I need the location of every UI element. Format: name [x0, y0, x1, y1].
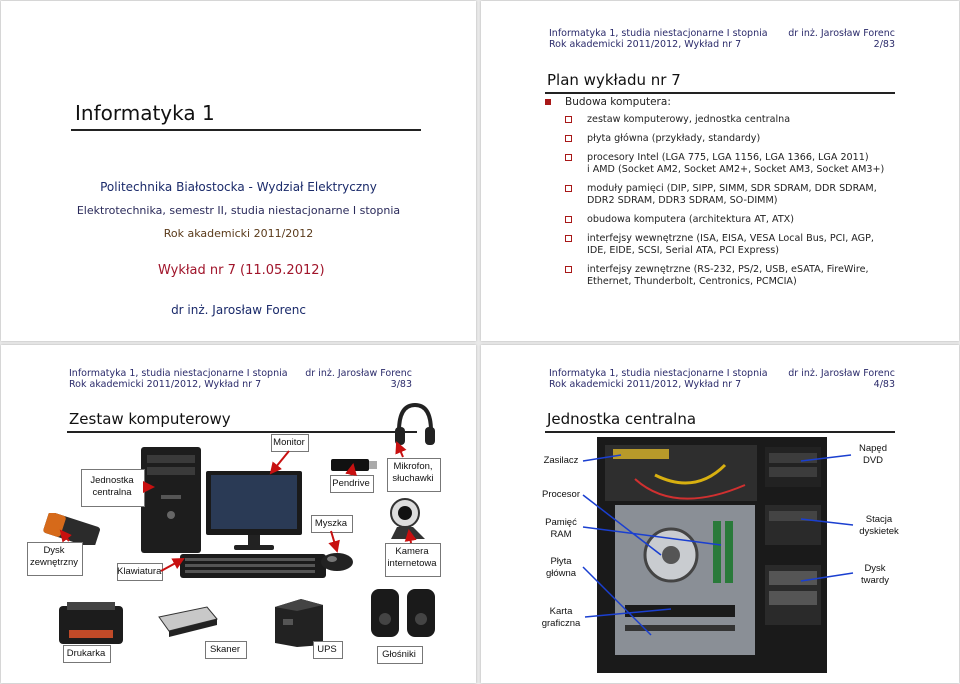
- slide-title: Jednostka centralna: [547, 410, 697, 428]
- label-speakers: Głośniki: [382, 649, 416, 660]
- label-cpu: Procesor: [541, 489, 580, 500]
- monitor-label-box: [271, 434, 309, 452]
- webcam-label-box: [385, 543, 441, 577]
- title-rule: [545, 431, 895, 433]
- course-title: Informatyka 1: [75, 101, 215, 125]
- label-monitor: Monitor: [273, 437, 305, 448]
- slide-title: Plan wykładu nr 7: [547, 71, 681, 89]
- label-hard-disk: Dysk twardy: [861, 563, 889, 586]
- title-rule: [545, 92, 895, 94]
- course-line: Informatyka 1, studia niestacjonarne I s…: [549, 368, 768, 379]
- slide-title: Zestaw komputerowy: [69, 410, 231, 428]
- label-scanner: Skaner: [209, 644, 241, 655]
- slide-header-right: dr inż. Jarosław Forenc 2/83: [788, 28, 895, 50]
- external-disk-icon: [43, 513, 100, 545]
- year-line: Rok akademicki 2011/2012, Wykład nr 7: [549, 379, 742, 390]
- slide-header-right: dr inż. Jarosław Forenc 3/83: [305, 368, 412, 390]
- hollow-square-bullet-icon: [565, 116, 572, 123]
- webcam-icon: [390, 498, 425, 539]
- ups-label-box: [313, 641, 343, 659]
- label-webcam: Kamera internetowa: [387, 546, 437, 569]
- title-rule: [67, 431, 417, 433]
- label-floppy-drive: Stacja dyskietek: [859, 514, 899, 537]
- tower-pc-icon: [141, 447, 201, 553]
- keyboard-label-box: [117, 563, 163, 581]
- hollow-square-bullet-icon: [565, 135, 572, 142]
- printer-icon: [59, 602, 123, 644]
- keyboard-icon: [180, 554, 326, 578]
- label-printer: Drukarka: [66, 648, 106, 659]
- label-ups: UPS: [317, 644, 337, 655]
- label-keyboard: Klawiatura: [117, 566, 162, 577]
- page-number: 3/83: [390, 379, 412, 390]
- slide-header-left: Informatyka 1, studia niestacjonarne I s…: [549, 28, 768, 50]
- author: dr inż. Jarosław Forenc: [171, 303, 306, 317]
- printer-label-box: [63, 645, 111, 663]
- label-central-unit: Jednostka centralna: [90, 475, 134, 498]
- slide-agenda: Informatyka 1, studia niestacjonarne I s…: [481, 1, 959, 341]
- open-pc-case-icon: [597, 437, 827, 673]
- slide-header-right: dr inż. Jarosław Forenc 4/83: [788, 368, 895, 390]
- label-external-disk: Dysk zewnętrzny: [29, 545, 79, 568]
- label-psu: Zasilacz: [543, 455, 579, 466]
- agenda-item: interfejsy zewnętrzne (RS-232, PS/2, USB…: [545, 264, 905, 288]
- external-disk-label-box: [27, 542, 83, 576]
- label-motherboard: Płyta główna: [545, 556, 577, 579]
- institution: Politechnika Białostocka - Wydział Elekt…: [100, 180, 377, 194]
- agenda-item: moduły pamięci (DIP, SIPP, SIMM, SDR SDR…: [545, 183, 905, 207]
- headset-icon: [395, 402, 435, 445]
- mic-label-box: [387, 458, 441, 492]
- course-line: Informatyka 1, studia niestacjonarne I s…: [549, 28, 768, 39]
- year-line: Rok akademicki 2011/2012, Wykład nr 7: [69, 379, 262, 390]
- label-pendrive: Pendrive: [332, 478, 370, 489]
- hollow-square-bullet-icon: [565, 235, 572, 242]
- course-line: Informatyka 1, studia niestacjonarne I s…: [69, 368, 288, 379]
- central-unit-label-box: [81, 469, 145, 507]
- slide-header-left: Informatyka 1, studia niestacjonarne I s…: [69, 368, 288, 390]
- scanner-label-box: [205, 641, 247, 659]
- agenda-item: interfejsy wewnętrzne (ISA, EISA, VESA L…: [545, 233, 905, 257]
- label-mouse: Myszka: [314, 518, 348, 529]
- academic-year: Rok akademicki 2011/2012: [163, 227, 314, 240]
- agenda-list: Budowa komputera: zestaw komputerowy, je…: [545, 96, 905, 295]
- speakers-icon: [371, 589, 435, 637]
- speakers-label-box: [377, 646, 423, 664]
- label-dvd-drive: Napęd DVD: [859, 443, 887, 466]
- ups-icon: [275, 599, 323, 647]
- hollow-square-bullet-icon: [565, 154, 572, 161]
- title-rule: [71, 129, 421, 131]
- slide-header-left: Informatyka 1, studia niestacjonarne I s…: [549, 368, 768, 390]
- page-number: 2/83: [873, 39, 895, 50]
- label-mic-headphones: Mikrofon, słuchawki: [392, 461, 434, 484]
- year-line: Rok akademicki 2011/2012, Wykład nr 7: [549, 39, 742, 50]
- agenda-item: procesory Intel (LGA 775, LGA 1156, LGA …: [545, 152, 905, 176]
- hollow-square-bullet-icon: [565, 216, 572, 223]
- label-graphics-card: Karta graficzna: [541, 606, 581, 629]
- slide-central-unit: Informatyka 1, studia niestacjonarne I s…: [481, 345, 959, 683]
- hollow-square-bullet-icon: [565, 266, 572, 273]
- square-bullet-icon: [545, 99, 551, 105]
- monitor-icon: [206, 471, 302, 550]
- mouse-icon: [321, 553, 353, 571]
- slide-computer-set: Informatyka 1, studia niestacjonarne I s…: [1, 345, 476, 683]
- pendrive-icon: [331, 459, 377, 471]
- scanner-icon: [158, 606, 218, 637]
- agenda-item: obudowa komputera (architektura AT, ATX): [545, 214, 905, 226]
- slide-title: Informatyka 1 Politechnika Białostocka -…: [1, 1, 476, 341]
- page-number: 4/83: [873, 379, 895, 390]
- hollow-square-bullet-icon: [565, 185, 572, 192]
- program: Elektrotechnika, semestr II, studia nies…: [76, 204, 401, 217]
- author-header: dr inż. Jarosław Forenc: [788, 28, 895, 39]
- agenda-main-item: Budowa komputera:: [545, 96, 905, 108]
- author-header: dr inż. Jarosław Forenc: [305, 368, 412, 379]
- agenda-item: zestaw komputerowy, jednostka centralna: [545, 114, 905, 126]
- author-header: dr inż. Jarosław Forenc: [788, 368, 895, 379]
- lecture-date: Wykład nr 7 (11.05.2012): [158, 263, 325, 278]
- label-ram: Pamięć RAM: [545, 517, 577, 540]
- agenda-item: płyta główna (przykłady, standardy): [545, 133, 905, 145]
